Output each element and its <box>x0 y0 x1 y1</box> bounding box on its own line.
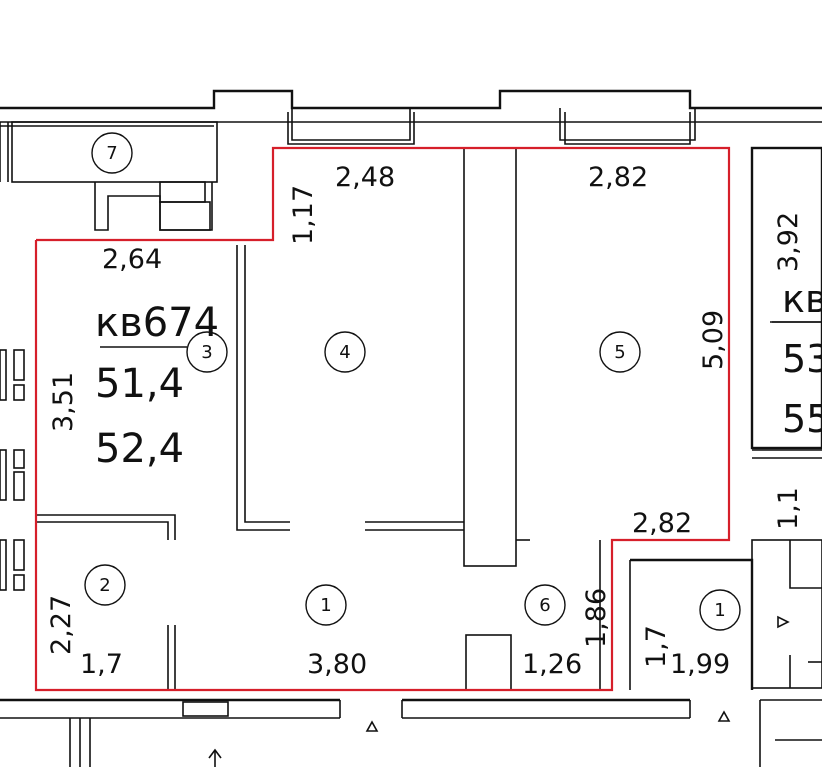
dim-bath-height: 2,27 <box>46 595 77 655</box>
dim-left-side: 3,51 <box>48 372 79 432</box>
room-markers <box>84 132 822 631</box>
room-number-2: 2 <box>99 575 110 596</box>
dim-closet-height: 1,86 <box>581 588 612 648</box>
neighbor-info: кв 53 55 <box>782 277 822 441</box>
room-numbers: 7 3 4 5 2 1 6 1 <box>99 143 725 621</box>
neighbor-label: кв <box>782 277 822 321</box>
apartment-outline <box>34 146 731 692</box>
dim-hall-width: 3,80 <box>307 649 367 680</box>
room-number-1: 1 <box>320 595 331 616</box>
dimension-labels: 2,48 2,82 2,64 2,82 1,7 3,80 1,26 1,99 1… <box>46 162 804 680</box>
bottom-walls <box>0 615 822 767</box>
apartment-info: кв674 51,4 52,4 <box>95 300 219 472</box>
neighbor-area-a: 53 <box>782 337 822 381</box>
room-number-3: 3 <box>201 342 212 363</box>
dim-right-height: 5,09 <box>698 310 729 370</box>
room-number-6: 6 <box>539 595 550 616</box>
dim-neighbor-height: 3,92 <box>773 212 804 272</box>
dim-lobby-width: 1,99 <box>670 649 730 680</box>
room-number-7: 7 <box>106 143 117 164</box>
apartment-area-total: 52,4 <box>95 426 184 472</box>
room-number-1-lobby: 1 <box>714 600 725 621</box>
dim-right-mid: 2,82 <box>632 508 692 539</box>
balcony-block <box>0 121 218 231</box>
dim-top-left: 2,48 <box>335 162 395 193</box>
dim-neighbor-small: 1,1 <box>773 487 804 530</box>
neighbor-area-b: 55 <box>782 397 822 441</box>
interior-walls <box>36 147 754 691</box>
room-number-4: 4 <box>339 342 350 363</box>
dim-left-upper: 2,64 <box>102 244 162 275</box>
dim-vertical-small: 1,17 <box>288 185 319 245</box>
dim-top-right: 2,82 <box>588 162 648 193</box>
apartment-label: кв674 <box>95 300 219 346</box>
left-windows <box>0 349 25 591</box>
apartment-area-living: 51,4 <box>95 361 184 407</box>
dim-bath-width: 1,7 <box>80 649 123 680</box>
room-number-5: 5 <box>614 342 625 363</box>
dim-closet-width: 1,26 <box>522 649 582 680</box>
dim-lobby-height: 1,7 <box>641 625 672 668</box>
